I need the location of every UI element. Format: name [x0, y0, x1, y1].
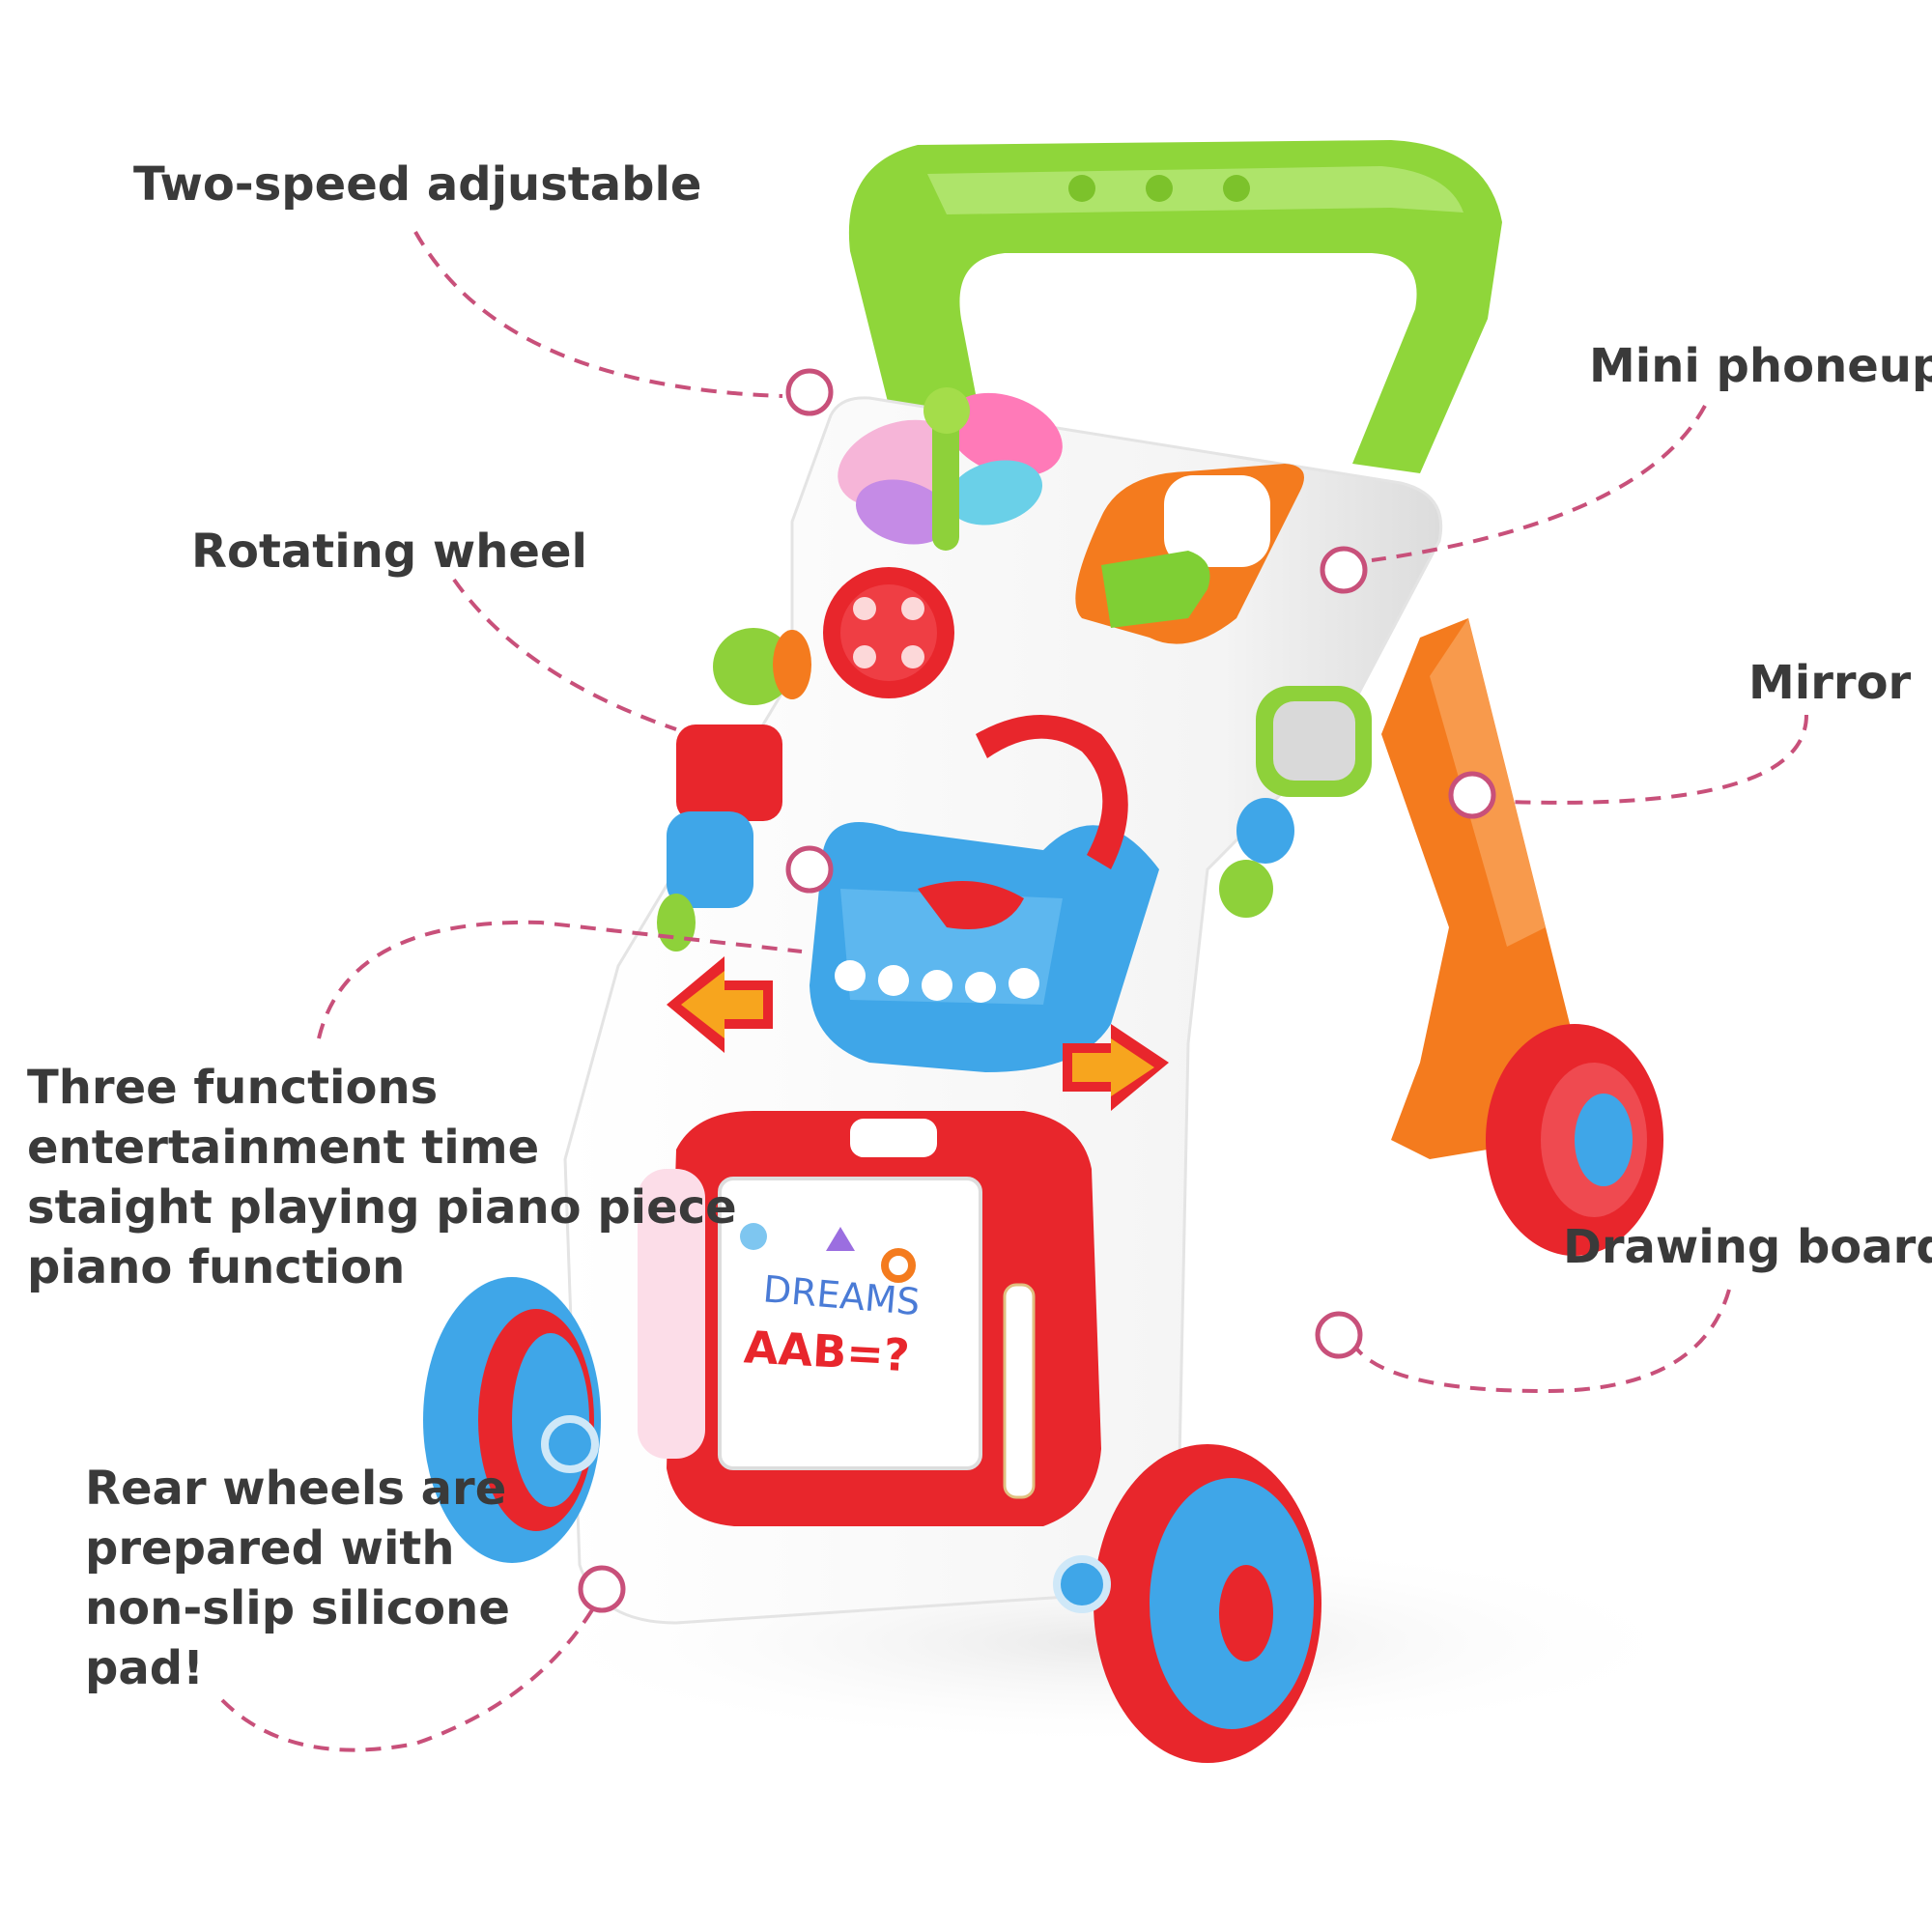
green-handle — [848, 140, 1502, 473]
callout-drawing-board-line: Drawing board — [1563, 1220, 1932, 1274]
callout-markers — [578, 368, 1496, 1613]
butterfly-toy — [838, 387, 1063, 551]
marker-drawing-board — [1315, 1311, 1363, 1359]
connector-two-speed — [413, 231, 783, 398]
connector-rear-wheels — [220, 1598, 601, 1752]
callout-mirror-line: Mirror — [1748, 656, 1912, 710]
marker-rear-wheels — [578, 1565, 626, 1613]
left-arrow-button — [667, 956, 773, 1053]
mirror-toy — [1219, 686, 1372, 918]
connector-rotating-wheel — [452, 578, 677, 731]
marker-three-functions — [785, 845, 834, 894]
callout-rotating-wheel-line: Rotating wheel — [191, 525, 587, 579]
rotating-dial-toy — [823, 567, 954, 698]
bead-roller-left — [657, 628, 811, 952]
marker-mini-phone — [1320, 546, 1368, 594]
right-hub-button — [1053, 1555, 1111, 1613]
connector-drawing-board — [1350, 1289, 1731, 1394]
connector-mirror — [1506, 714, 1808, 805]
left-hub-button — [541, 1415, 599, 1473]
callout-drawing-board: Drawing board — [1563, 1217, 1932, 1277]
callout-rear-wheels: Rear wheels are prepared with non-slip s… — [85, 1459, 510, 1698]
connector-three-functions — [317, 920, 803, 1039]
board-equation: AAB=? — [743, 1321, 911, 1381]
front-right-wheel — [1094, 1444, 1321, 1763]
callout-two-speed-line: Two-speed adjustable — [133, 157, 702, 212]
marker-mirror — [1448, 771, 1496, 819]
callout-rear-wheels-line-3: non-slip silicone — [85, 1581, 510, 1635]
callout-three-functions: Three functions entertainment time staig… — [27, 1058, 737, 1297]
callout-three-functions-line-3: staight playing piano piece — [27, 1180, 737, 1235]
connector-mini-phone — [1371, 405, 1707, 562]
callout-mirror: Mirror — [1748, 653, 1911, 713]
mini-phone-toy — [1075, 464, 1304, 644]
callout-three-functions-line-1: Three functions — [27, 1061, 439, 1115]
back-right-wheel — [1486, 1024, 1663, 1256]
callout-two-speed: Two-speed adjustable — [133, 155, 701, 214]
callout-mini-phone: Mini phoneup — [1589, 336, 1932, 396]
callout-rotating-wheel: Rotating wheel — [191, 522, 587, 582]
callout-connectors — [220, 231, 1808, 1752]
red-ring-toy — [976, 715, 1128, 869]
callout-three-functions-line-2: entertainment time — [27, 1121, 540, 1175]
callout-rear-wheels-line-2: prepared with — [85, 1521, 455, 1576]
callout-mini-phone-line: Mini phoneup — [1589, 339, 1932, 393]
marker-two-speed — [785, 368, 834, 416]
callout-rear-wheels-line-1: Rear wheels are — [85, 1462, 507, 1516]
callout-rear-wheels-line-4: pad! — [85, 1641, 204, 1695]
drawing-board: DREAMS AAB=? — [638, 1111, 1101, 1526]
callout-three-functions-line-4: piano function — [27, 1240, 406, 1294]
right-arrow-button — [1063, 1024, 1169, 1111]
piano-keyboard — [810, 822, 1159, 1072]
